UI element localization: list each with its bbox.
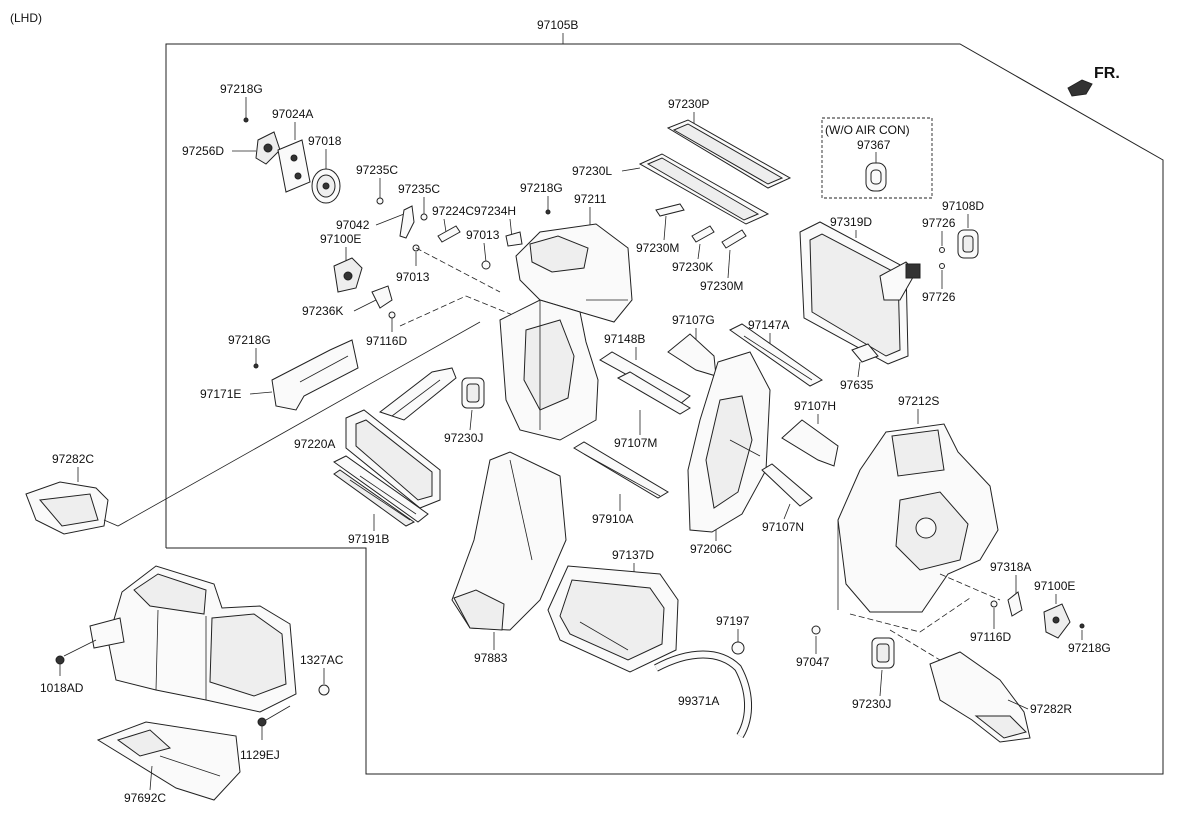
label-97018: 97018 bbox=[308, 134, 342, 148]
label-97230J-b: 97230J bbox=[852, 697, 891, 711]
label-97224C: 97224C bbox=[432, 204, 474, 218]
label-97635: 97635 bbox=[840, 378, 874, 392]
label-97013-a: 97013 bbox=[466, 228, 500, 242]
label-97230M-b: 97230M bbox=[700, 279, 743, 293]
label-97013-b: 97013 bbox=[396, 270, 430, 284]
door-97107H-icon bbox=[781, 419, 839, 467]
label-97137D: 97137D bbox=[612, 548, 654, 562]
label-97692C: 97692C bbox=[124, 791, 166, 805]
case-97212S-icon bbox=[837, 423, 999, 613]
note-box-part-label: 97367 bbox=[857, 138, 891, 152]
label-97230K: 97230K bbox=[672, 260, 713, 274]
label-97100E-a: 97100E bbox=[320, 232, 361, 246]
heater-core-97220A-icon bbox=[345, 367, 457, 509]
label-97218G-right: 97218G bbox=[1068, 641, 1111, 655]
door-97148B-icon bbox=[599, 351, 691, 405]
nut-1327AC-icon bbox=[318, 684, 330, 696]
cover-97692C-icon bbox=[96, 721, 241, 801]
note-box bbox=[821, 117, 933, 199]
housing-97211-icon bbox=[499, 223, 633, 441]
assembled-unit-icon bbox=[89, 565, 297, 713]
duct-97282R-icon bbox=[929, 651, 1031, 743]
door-97147A-icon bbox=[729, 323, 823, 387]
actuator-97100E-b-icon bbox=[1043, 603, 1071, 639]
label-97107M: 97107M bbox=[614, 436, 657, 450]
front-direction-label: FR. bbox=[1094, 65, 1120, 82]
label-97206C: 97206C bbox=[690, 542, 732, 556]
case-97206C-icon bbox=[687, 351, 771, 533]
label-97212S: 97212S bbox=[898, 394, 939, 408]
label-97256D: 97256D bbox=[182, 144, 224, 158]
duct-97883-icon bbox=[451, 451, 567, 631]
fan-97018-icon bbox=[311, 168, 341, 204]
door-97107N-icon bbox=[761, 463, 813, 507]
bolt-1018AD-icon bbox=[55, 655, 65, 676]
label-97147A: 97147A bbox=[748, 318, 789, 332]
label-1129EJ: 1129EJ bbox=[240, 748, 280, 762]
label-97218G-mid: 97218G bbox=[520, 181, 563, 195]
label-97107N: 97107N bbox=[762, 520, 804, 534]
case-97137D-icon bbox=[547, 565, 679, 673]
door-97910A-icon bbox=[573, 441, 669, 499]
label-97319D: 97319D bbox=[830, 215, 872, 229]
label-97230L: 97230L bbox=[572, 164, 612, 178]
duct-97171E-icon bbox=[271, 339, 359, 411]
label-97230M-a: 97230M bbox=[636, 241, 679, 255]
label-97282R: 97282R bbox=[1030, 702, 1072, 716]
label-97883: 97883 bbox=[474, 651, 508, 665]
label-97218G-top: 97218G bbox=[220, 82, 263, 96]
evaporator-97319D-icon bbox=[799, 221, 921, 365]
label-99371A: 99371A bbox=[678, 694, 719, 708]
label-97211: 97211 bbox=[574, 192, 607, 206]
label-97107G: 97107G bbox=[672, 313, 715, 327]
label-97235C-b: 97235C bbox=[398, 182, 440, 196]
label-97042: 97042 bbox=[336, 218, 370, 232]
label-97107H: 97107H bbox=[794, 399, 836, 413]
label-97235C-a: 97235C bbox=[356, 163, 398, 177]
actuator-97256D-icon bbox=[255, 131, 281, 165]
assembly-number-label: 97105B bbox=[537, 18, 578, 32]
actuator-97100E-icon bbox=[333, 257, 363, 293]
grommet-97197-icon bbox=[731, 641, 745, 655]
label-97100E-b: 97100E bbox=[1034, 579, 1075, 593]
label-97116D-b: 97116D bbox=[970, 630, 1011, 644]
label-97197: 97197 bbox=[716, 614, 750, 628]
label-97024A: 97024A bbox=[272, 107, 313, 121]
front-arrow-icon bbox=[1067, 79, 1093, 97]
label-97191B: 97191B bbox=[348, 532, 389, 546]
label-97230P: 97230P bbox=[668, 97, 709, 111]
label-97171E: 97171E bbox=[200, 387, 241, 401]
assembly-frame bbox=[165, 43, 1164, 775]
duct-97282C-icon bbox=[25, 481, 109, 535]
label-97230J-a: 97230J bbox=[444, 431, 483, 445]
label-97218G-left: 97218G bbox=[228, 333, 271, 347]
label-97318A: 97318A bbox=[990, 560, 1031, 574]
screw-1129EJ-icon bbox=[257, 717, 267, 740]
label-97726-a: 97726 bbox=[922, 216, 956, 230]
label-97282C: 97282C bbox=[52, 452, 94, 466]
filter-97191B-icon bbox=[333, 455, 429, 527]
note-box-title: (W/O AIR CON) bbox=[825, 123, 910, 137]
label-97234H: 97234H bbox=[474, 204, 516, 218]
bracket-97024A-icon bbox=[277, 139, 311, 193]
label-97910A: 97910A bbox=[592, 512, 633, 526]
label-1018AD: 1018AD bbox=[40, 681, 84, 695]
variant-label: (LHD) bbox=[10, 11, 42, 25]
door-97107G-icon bbox=[667, 333, 717, 377]
label-97220A: 97220A bbox=[294, 437, 335, 451]
label-97047: 97047 bbox=[796, 655, 830, 669]
label-97148B: 97148B bbox=[604, 332, 645, 346]
label-97108D: 97108D bbox=[942, 199, 984, 213]
label-1327AC: 1327AC bbox=[300, 653, 344, 667]
label-97236K: 97236K bbox=[302, 304, 343, 318]
label-97726-b: 97726 bbox=[922, 290, 956, 304]
label-97116D-a: 97116D bbox=[366, 334, 407, 348]
